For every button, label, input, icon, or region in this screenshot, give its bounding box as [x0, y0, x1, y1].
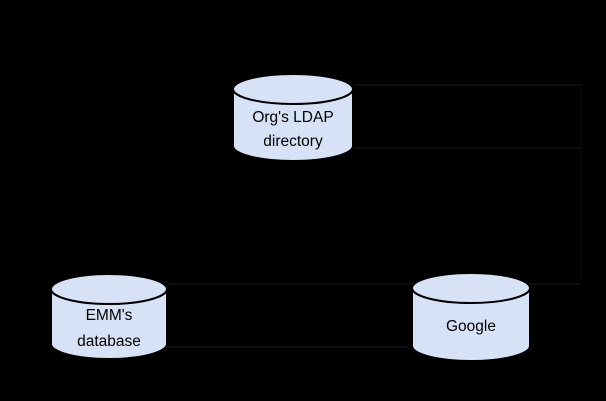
cylinder-body — [50, 289, 168, 360]
node-label-line: Google — [446, 318, 496, 335]
cylinder-top — [50, 273, 168, 305]
cylinder-top — [411, 272, 531, 304]
cylinder-emms-database: EMM's database — [50, 273, 168, 360]
cylinder-google: Google — [411, 272, 531, 362]
node-label-line: Org's LDAP — [252, 109, 333, 126]
node-label-line: directory — [263, 133, 323, 150]
cylinder-body — [232, 89, 354, 162]
node-label-line: EMM's — [86, 307, 133, 324]
cylinder-top — [232, 73, 354, 105]
cylinder-orgs-ldap-directory: Org's LDAP directory — [232, 73, 354, 162]
cylinder-body — [411, 288, 531, 362]
node-label-line: database — [77, 333, 141, 350]
